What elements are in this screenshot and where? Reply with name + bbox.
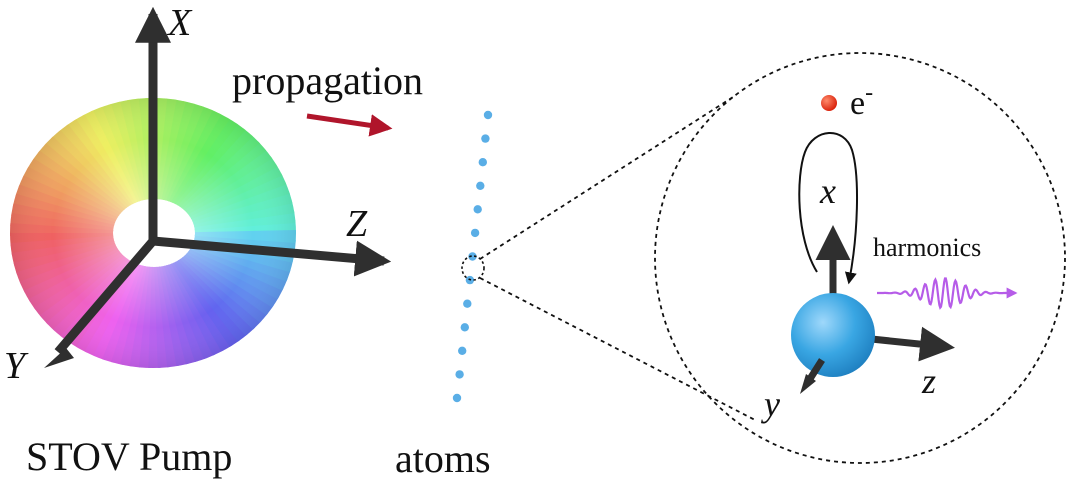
pump-z-axis bbox=[152, 236, 392, 277]
atom-sphere-icon bbox=[791, 293, 875, 377]
atom-dot bbox=[470, 228, 480, 238]
atoms-group: atoms bbox=[395, 110, 493, 481]
zoom-circle: e- x z y harmonics bbox=[654, 52, 1066, 464]
pump-axis-y-label: Y bbox=[4, 345, 29, 387]
atom-dot bbox=[455, 370, 464, 379]
zoom-line-bottom bbox=[479, 277, 756, 421]
atom-dot bbox=[468, 252, 477, 261]
atom-dot bbox=[452, 393, 462, 403]
selected-atom-ring bbox=[461, 255, 485, 281]
electron-dot-icon bbox=[821, 95, 837, 111]
atom-dot bbox=[476, 181, 485, 190]
electron-label: e- bbox=[850, 80, 873, 122]
pump-axis-z-label: Z bbox=[346, 203, 368, 245]
atom-dot bbox=[483, 110, 493, 120]
zoom-line-top bbox=[479, 96, 734, 260]
atom-axis-z-label: z bbox=[921, 361, 936, 401]
atom-dot bbox=[460, 323, 469, 332]
atom-dot bbox=[463, 299, 472, 308]
atom-dots bbox=[452, 110, 493, 403]
atom-dot bbox=[478, 158, 487, 167]
zoom-circle-border bbox=[654, 52, 1066, 464]
harmonics-label: harmonics bbox=[873, 233, 981, 262]
atom-axis-x-label: x bbox=[819, 171, 836, 211]
pump-y-axis bbox=[54, 238, 157, 355]
pump-caption: STOV Pump bbox=[26, 434, 232, 479]
atom-y-axis-head bbox=[800, 374, 816, 394]
pump-y-axis-head bbox=[44, 348, 74, 368]
electron-trajectory-loop bbox=[798, 132, 859, 285]
atom-dot bbox=[458, 346, 467, 355]
stov-pump: X Z Y propagation STOV Pump bbox=[4, 2, 423, 479]
propagation-label: propagation bbox=[232, 58, 423, 103]
atoms-caption: atoms bbox=[395, 436, 491, 481]
wave-packet-icon bbox=[877, 277, 1018, 310]
atom-axis-y-label: y bbox=[761, 384, 780, 424]
pump-axis-x-label: X bbox=[166, 2, 193, 44]
atom-dot bbox=[473, 205, 482, 214]
propagation-arrow bbox=[306, 113, 393, 137]
atom-dot bbox=[481, 134, 490, 143]
